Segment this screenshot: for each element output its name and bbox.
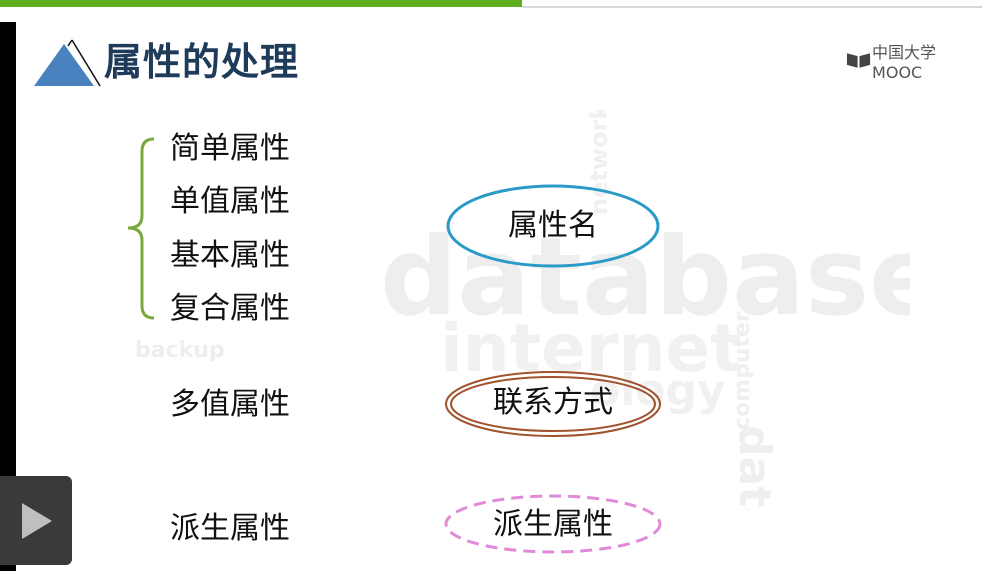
watermark-data: data (729, 425, 780, 510)
book-icon (846, 53, 871, 68)
left-black-strip (0, 22, 16, 571)
derived-ellipse (444, 494, 662, 554)
label-composite-attribute: 复合属性 (170, 291, 290, 326)
attribute-name-ellipse (446, 184, 660, 268)
mooc-logo: 中国大学MOOC (846, 43, 982, 82)
label-derived-attribute: 派生属性 (170, 511, 290, 546)
ellipse-label-attribute-name: 属性名 (508, 208, 598, 243)
multivalue-ellipse (445, 371, 661, 437)
play-icon (22, 502, 52, 539)
label-simple-attribute: 简单属性 (170, 131, 290, 166)
ellipse-label-contact: 联系方式 (493, 385, 613, 420)
label-multivalue-attribute: 多值属性 (170, 387, 290, 422)
label-single-value-attribute: 单值属性 (170, 184, 290, 219)
logo-text: 中国大学MOOC (872, 42, 937, 82)
top-accent-bar (0, 0, 522, 7)
slide-title: 属性的处理 (104, 40, 300, 84)
watermark-backup: backup (135, 338, 225, 363)
watermark-computer: computer (730, 311, 755, 430)
play-button[interactable] (0, 476, 72, 565)
label-basic-attribute: 基本属性 (170, 238, 290, 273)
top-divider (522, 6, 982, 8)
triangle-icon (34, 39, 101, 87)
curly-brace (127, 137, 155, 320)
ellipse-label-derived: 派生属性 (493, 507, 613, 542)
